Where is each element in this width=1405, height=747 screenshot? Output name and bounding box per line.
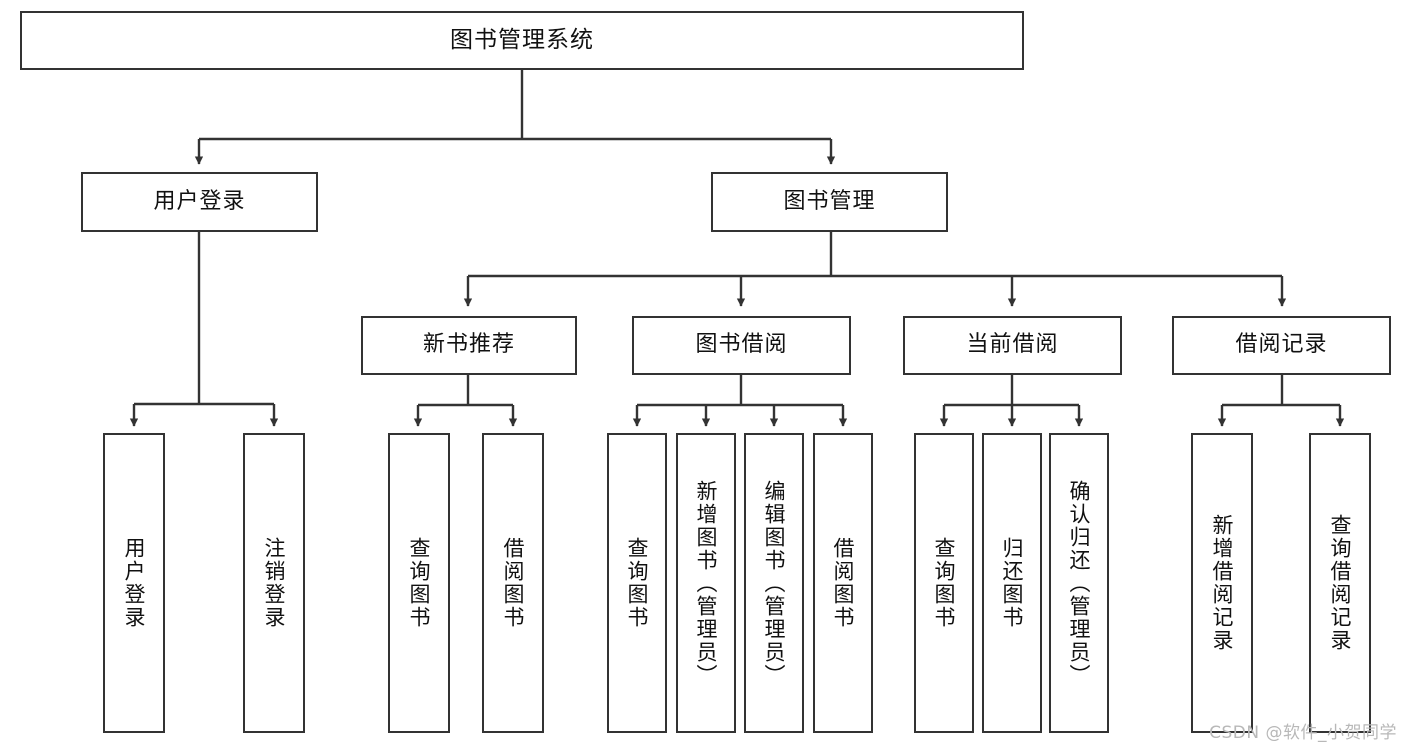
node-root-library-system[interactable]: 图书管理系统 bbox=[20, 11, 1024, 70]
leaf-edit-book-admin[interactable]: 编辑图书（管理员） bbox=[744, 433, 804, 733]
leaf-label: 查询图书 bbox=[625, 537, 650, 629]
node-label: 当前借阅 bbox=[966, 332, 1059, 358]
leaf-label: 新增图书（管理员） bbox=[694, 479, 719, 687]
leaf-query-book-borrow[interactable]: 查询图书 bbox=[607, 433, 667, 733]
leaf-label: 查询图书 bbox=[932, 537, 957, 629]
leaf-add-borrow-record[interactable]: 新增借阅记录 bbox=[1191, 433, 1253, 733]
leaf-borrow-book-recommend[interactable]: 借阅图书 bbox=[482, 433, 544, 733]
leaf-return-book[interactable]: 归还图书 bbox=[982, 433, 1042, 733]
leaf-label: 新增借阅记录 bbox=[1210, 514, 1235, 652]
leaf-confirm-return-admin[interactable]: 确认归还（管理员） bbox=[1049, 433, 1109, 733]
node-label: 新书推荐 bbox=[422, 332, 515, 358]
leaf-label: 借阅图书 bbox=[831, 537, 856, 629]
leaf-label: 编辑图书（管理员） bbox=[762, 479, 787, 687]
leaf-user-login[interactable]: 用户登录 bbox=[103, 433, 165, 733]
watermark-text: CSDN @软件_小贺同学 bbox=[1209, 723, 1397, 743]
leaf-query-book-recommend[interactable]: 查询图书 bbox=[388, 433, 450, 733]
leaf-add-book-admin[interactable]: 新增图书（管理员） bbox=[676, 433, 736, 733]
node-borrow-record[interactable]: 借阅记录 bbox=[1172, 316, 1391, 375]
leaf-label: 查询图书 bbox=[407, 537, 432, 629]
node-book-borrow[interactable]: 图书借阅 bbox=[632, 316, 851, 375]
node-current-borrow[interactable]: 当前借阅 bbox=[903, 316, 1122, 375]
node-label: 图书借阅 bbox=[695, 332, 788, 358]
node-book-manage[interactable]: 图书管理 bbox=[711, 172, 948, 232]
leaf-label: 归还图书 bbox=[1000, 537, 1025, 629]
node-new-book-recommend[interactable]: 新书推荐 bbox=[361, 316, 577, 375]
leaf-label: 确认归还（管理员） bbox=[1067, 479, 1092, 687]
node-user-login[interactable]: 用户登录 bbox=[81, 172, 318, 232]
node-label: 借阅记录 bbox=[1235, 332, 1328, 358]
leaf-label: 借阅图书 bbox=[501, 537, 526, 629]
node-label: 用户登录 bbox=[153, 188, 246, 214]
node-label: 图书管理 bbox=[783, 188, 876, 214]
leaf-label: 用户登录 bbox=[122, 537, 147, 629]
leaf-borrow-book[interactable]: 借阅图书 bbox=[813, 433, 873, 733]
leaf-label: 查询借阅记录 bbox=[1328, 514, 1353, 652]
leaf-query-book-current[interactable]: 查询图书 bbox=[914, 433, 974, 733]
node-label: 图书管理系统 bbox=[450, 26, 594, 53]
leaf-query-borrow-record[interactable]: 查询借阅记录 bbox=[1309, 433, 1371, 733]
leaf-logout-login[interactable]: 注销登录 bbox=[243, 433, 305, 733]
leaf-label: 注销登录 bbox=[262, 537, 287, 629]
